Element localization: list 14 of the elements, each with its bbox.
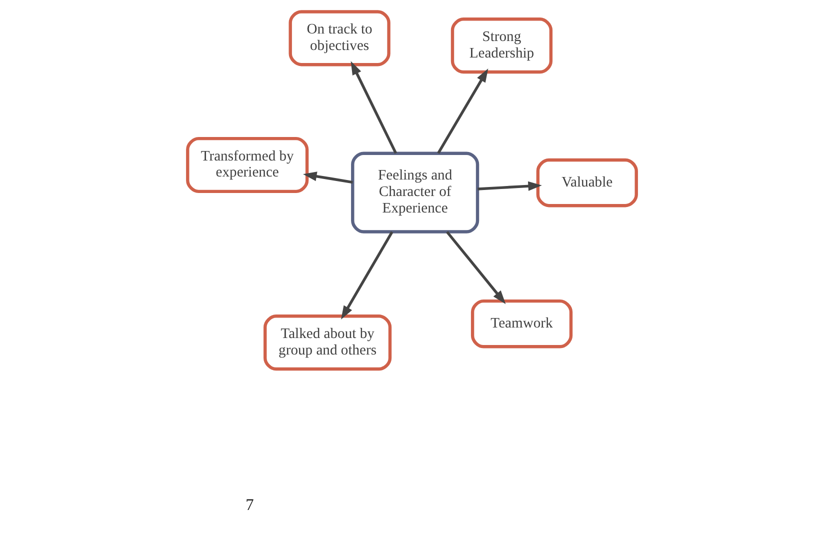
node-box: Strong Leadership (450, 18, 552, 74)
node-box: Transformed by experience (186, 136, 308, 194)
node-box: Teamwork (470, 299, 572, 348)
label: 7 (245, 495, 254, 514)
arrow (477, 181, 542, 191)
node-box: Valuable (536, 158, 638, 208)
node-box: On track to objectives (288, 10, 390, 66)
arrow (340, 231, 393, 320)
arrow (436, 68, 488, 154)
arrow (350, 61, 397, 154)
arrow (446, 231, 506, 304)
node-box: Talked about by group and others (263, 314, 392, 371)
arrow (302, 172, 352, 184)
node-box: Feelings and Character of Experience (350, 152, 479, 234)
